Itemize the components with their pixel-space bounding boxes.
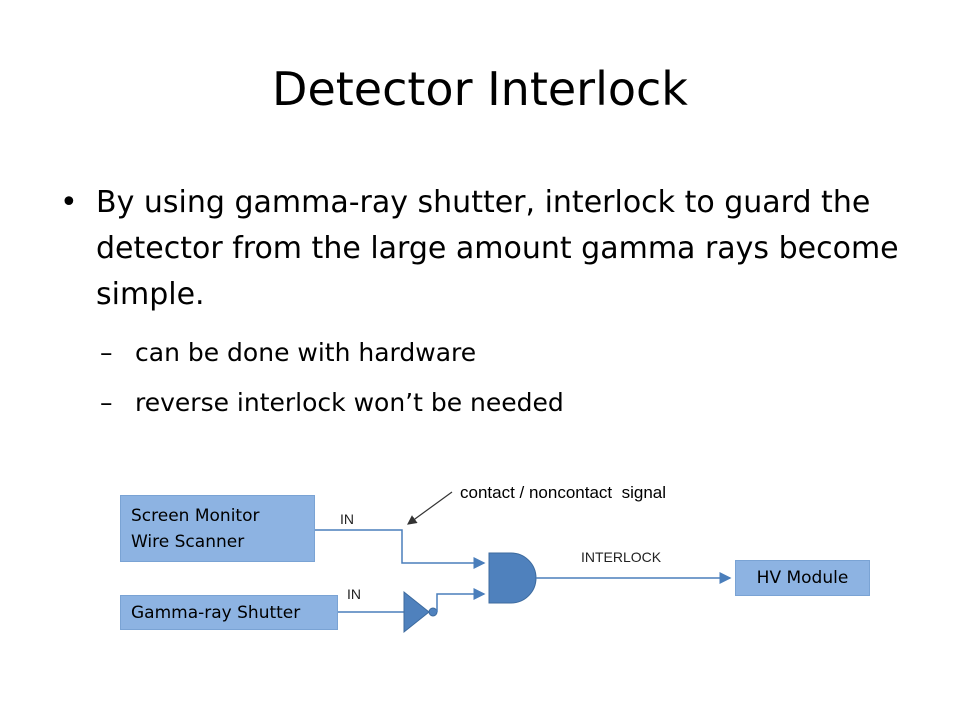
annotation-arrow [407,491,453,525]
sub-bullet-marker: – [100,338,113,367]
sub-bullet-item: – reverse interlock won’t be needed [60,384,920,422]
sub-bullet-text: can be done with hardware [135,338,477,367]
wire-not-to-gate [436,588,486,612]
bullet-list: • By using gamma-ray shutter, interlock … [60,180,920,422]
in-label-top: IN [340,511,354,527]
hv-label: HV Module [756,568,849,588]
not-gate [403,590,430,634]
wire-monitor-to-gate [315,529,486,569]
gamma-shutter-box: Gamma-ray Shutter [120,595,338,630]
slide-title: Detector Interlock [272,62,688,116]
bullet-text: By using gamma-ray shutter, interlock to… [96,185,899,312]
and-gate [488,552,537,604]
signal-annotation: contact / noncontact signal [460,483,667,502]
sub-bullet-text: reverse interlock won’t be needed [135,388,564,417]
sub-bullet-marker: – [100,388,113,417]
interlock-label: INTERLOCK [581,549,662,565]
monitor-label-line2: Wire Scanner [131,532,245,552]
not-gate-bubble [428,607,438,617]
sub-bullet-item: – can be done with hardware [60,334,920,372]
screen-monitor-box: Screen Monitor Wire Scanner [120,495,315,562]
bullet-marker: • [60,185,78,220]
monitor-label-line1: Screen Monitor [131,506,260,526]
hv-module-box: HV Module [735,560,870,596]
in-label-bottom: IN [347,586,361,602]
bullet-item: • By using gamma-ray shutter, interlock … [60,180,920,318]
shutter-label: Gamma-ray Shutter [131,603,301,623]
